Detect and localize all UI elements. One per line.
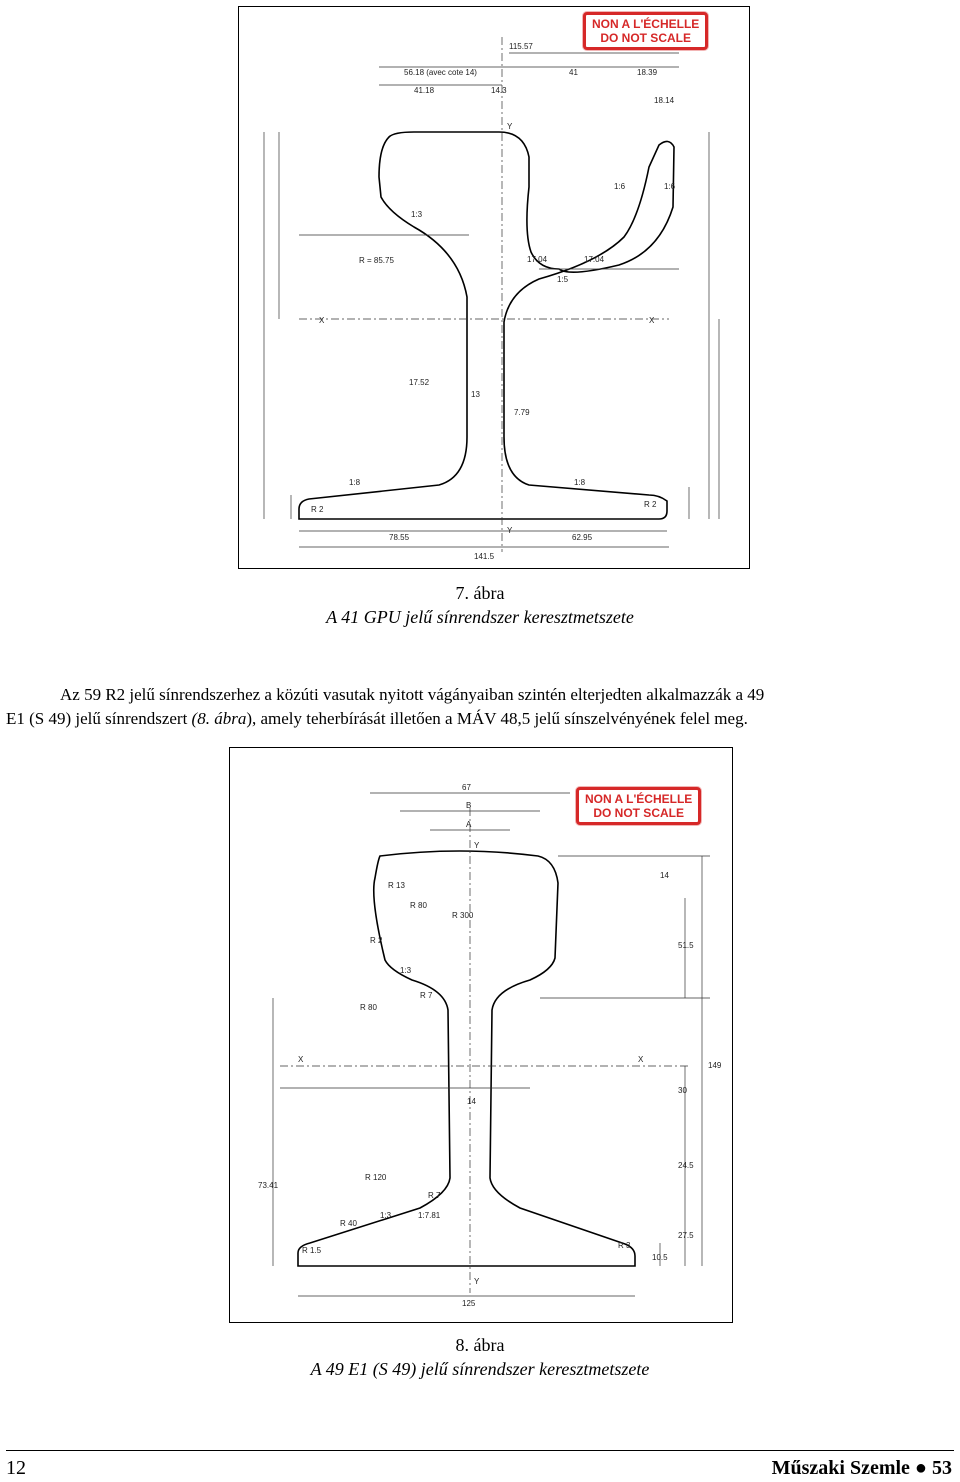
figure-8-caption: A 49 E1 (S 49) jelű sínrendszer keresztm… (310, 1359, 650, 1379)
svg-text:27.5: 27.5 (678, 1231, 694, 1240)
svg-text:R 1.5: R 1.5 (302, 1246, 322, 1255)
journal-name: Műszaki Szemle ● 53 (771, 1457, 952, 1479)
svg-text:X: X (298, 1055, 304, 1064)
rail-profile-41gpu: 115.57 56.18 (avec cote 14) 41 18.39 41.… (263, 37, 720, 561)
svg-text:67: 67 (462, 783, 471, 792)
figure-8-number: 8. ábra (455, 1335, 505, 1355)
svg-text:62.95: 62.95 (572, 533, 593, 542)
figure-7-number: 7. ábra (455, 583, 505, 603)
svg-text:R 13: R 13 (388, 881, 405, 890)
svg-text:1:6: 1:6 (614, 182, 626, 191)
svg-text:18.14: 18.14 (654, 96, 675, 105)
svg-text:41.18: 41.18 (414, 86, 435, 95)
svg-text:17.04: 17.04 (584, 255, 605, 264)
svg-text:R = 85.75: R = 85.75 (359, 256, 394, 265)
do-not-scale-stamp: NON A L'ÉCHELLE DO NOT SCALE (576, 787, 702, 825)
svg-text:X: X (319, 316, 325, 325)
svg-text:Y: Y (507, 526, 513, 535)
svg-text:7.79: 7.79 (514, 408, 530, 417)
do-not-scale-stamp: NON A L'ÉCHELLE DO NOT SCALE (583, 12, 709, 50)
svg-text:1:6: 1:6 (664, 182, 676, 191)
svg-text:1:3: 1:3 (400, 966, 412, 975)
svg-text:18.39: 18.39 (637, 68, 658, 77)
page-number: 12 (6, 1457, 26, 1479)
svg-text:A: A (466, 820, 472, 829)
paragraph-line-2b: ), amely teherbírását illetően a MÁV 48,… (246, 709, 748, 728)
svg-text:R 2: R 2 (370, 936, 383, 945)
svg-text:51.5: 51.5 (678, 941, 694, 950)
svg-text:17.52: 17.52 (409, 378, 430, 387)
svg-text:R 2: R 2 (311, 505, 324, 514)
svg-text:14: 14 (467, 1097, 476, 1106)
figure-7-drawing: 115.57 56.18 (avec cote 14) 41 18.39 41.… (238, 6, 750, 569)
svg-text:X: X (638, 1055, 644, 1064)
body-paragraph: Az 59 R2 jelű sínrendszerhez a közúti va… (6, 683, 954, 731)
svg-text:73.41: 73.41 (258, 1181, 279, 1190)
svg-text:R 7: R 7 (420, 991, 433, 1000)
svg-text:1:8: 1:8 (349, 478, 361, 487)
footer-rule (6, 1450, 954, 1451)
svg-text:41: 41 (569, 68, 578, 77)
svg-text:30: 30 (678, 1086, 687, 1095)
rail-profile-49e1: 67 B A Y R 13 R 80 R 300 R 2 1:3 R 7 R 8… (258, 783, 722, 1308)
svg-text:R 80: R 80 (410, 901, 427, 910)
svg-text:24.5: 24.5 (678, 1161, 694, 1170)
svg-text:115.57: 115.57 (509, 42, 533, 51)
svg-text:1:8: 1:8 (574, 478, 586, 487)
paragraph-line-1: Az 59 R2 jelű sínrendszerhez a közúti va… (60, 685, 765, 704)
figure-reference: (8. ábra (191, 709, 247, 728)
svg-text:B: B (466, 801, 471, 810)
svg-text:1:3: 1:3 (380, 1211, 392, 1220)
svg-text:X: X (649, 316, 655, 325)
svg-text:1:7.81: 1:7.81 (418, 1211, 441, 1220)
svg-text:R 80: R 80 (360, 1003, 377, 1012)
svg-text:R 3: R 3 (618, 1241, 631, 1250)
svg-text:R 2: R 2 (644, 500, 657, 509)
svg-text:149: 149 (708, 1061, 722, 1070)
paragraph-line-2a: E1 (S 49) jelű sínrendszert (6, 709, 192, 728)
svg-text:1:3: 1:3 (411, 210, 423, 219)
svg-text:R 7: R 7 (428, 1191, 441, 1200)
svg-text:1:5: 1:5 (557, 275, 569, 284)
svg-text:56.18 (avec cote 14): 56.18 (avec cote 14) (404, 68, 477, 77)
svg-text:78.55: 78.55 (389, 533, 410, 542)
svg-text:R 40: R 40 (340, 1219, 357, 1228)
svg-text:Y: Y (507, 122, 513, 131)
svg-text:14: 14 (660, 871, 669, 880)
svg-text:Y: Y (474, 841, 480, 850)
svg-text:13: 13 (471, 390, 480, 399)
svg-text:R 120: R 120 (365, 1173, 387, 1182)
svg-text:Y: Y (474, 1277, 480, 1286)
svg-text:17.04: 17.04 (527, 255, 548, 264)
svg-text:141.5: 141.5 (474, 552, 495, 561)
svg-text:10.5: 10.5 (652, 1253, 668, 1262)
figure-8-drawing: 67 B A Y R 13 R 80 R 300 R 2 1:3 R 7 R 8… (229, 747, 733, 1323)
svg-text:14.3: 14.3 (491, 86, 507, 95)
svg-text:125: 125 (462, 1299, 476, 1308)
figure-7-caption: A 41 GPU jelű sínrendszer keresztmetszet… (326, 607, 634, 627)
svg-text:R 300: R 300 (452, 911, 474, 920)
